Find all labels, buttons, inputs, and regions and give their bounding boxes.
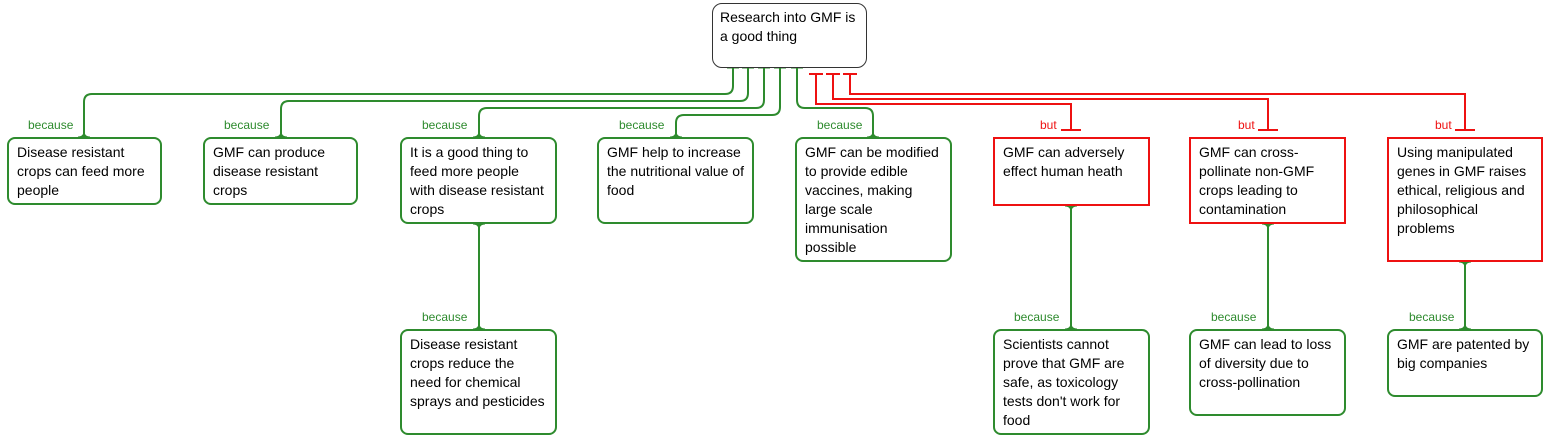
support-connector (280, 68, 749, 137)
connector-joint (274, 130, 288, 138)
reason-node[interactable]: GMF can lead to loss of diversity due to… (1189, 329, 1346, 416)
because-label: because (619, 118, 665, 132)
node-text: Using manipulated genes in GMF raises et… (1397, 144, 1527, 236)
because-label: because (422, 310, 468, 324)
node-text: GMF can be modified to provide edible va… (805, 144, 939, 255)
reason-node[interactable]: Disease resistant crops can feed more pe… (7, 137, 162, 205)
node-text: GMF help to increase the nutritional val… (607, 144, 744, 198)
because-label: because (817, 118, 863, 132)
connector-joint (472, 130, 486, 138)
reason-node[interactable]: It is a good thing to feed more people w… (400, 137, 557, 224)
objection-node[interactable]: GMF can cross-pollinate non-GMF crops le… (1189, 137, 1346, 224)
node-text: GMF can adversely effect human heath (1003, 144, 1125, 179)
support-connector (83, 68, 734, 137)
connector-joint (472, 322, 486, 330)
objection-node[interactable]: Using manipulated genes in GMF raises et… (1387, 137, 1543, 262)
connector-joint (472, 223, 486, 231)
connector-joint (669, 130, 683, 138)
node-text: Disease resistant crops reduce the need … (410, 336, 545, 409)
node-text: GMF can cross-pollinate non-GMF crops le… (1199, 144, 1315, 217)
because-label: because (422, 118, 468, 132)
connector-joint (1458, 261, 1472, 269)
because-label: because (1409, 310, 1455, 324)
node-text: Disease resistant crops can feed more pe… (17, 144, 145, 198)
root-claim[interactable]: Research into GMF is a good thing (712, 3, 867, 68)
because-label: because (1014, 310, 1060, 324)
reason-node[interactable]: GMF can produce disease resistant crops (203, 137, 358, 205)
support-connector (796, 68, 874, 137)
connector-joint (1064, 322, 1078, 330)
node-text: GMF can produce disease resistant crops (213, 144, 326, 198)
node-text: Scientists cannot prove that GMF are saf… (1003, 336, 1125, 428)
reason-node[interactable]: Scientists cannot prove that GMF are saf… (993, 329, 1150, 435)
but-label: but (1435, 118, 1452, 132)
node-text: GMF can lead to loss of diversity due to… (1199, 336, 1332, 390)
reason-node[interactable]: GMF can be modified to provide edible va… (795, 137, 952, 262)
objection-connector (832, 74, 1269, 130)
but-label: but (1238, 118, 1255, 132)
connector-joint (1261, 322, 1275, 330)
but-label: but (1040, 118, 1057, 132)
because-label: because (1211, 310, 1257, 324)
support-connector (478, 68, 765, 137)
node-text: It is a good thing to feed more people w… (410, 144, 544, 217)
reason-node[interactable]: GMF are patented by big companies (1387, 329, 1543, 397)
objection-node[interactable]: GMF can adversely effect human heath (993, 137, 1150, 206)
connector-joint (866, 130, 880, 138)
connector-joint (1261, 223, 1275, 231)
support-connector (675, 68, 781, 137)
connector-joint (1458, 322, 1472, 330)
node-text: GMF are patented by big companies (1397, 336, 1530, 371)
root-claim-text: Research into GMF is a good thing (720, 9, 856, 44)
connector-joint (77, 130, 91, 138)
reason-node[interactable]: Disease resistant crops reduce the need … (400, 329, 557, 435)
objection-connector (849, 74, 1466, 130)
objection-connector (815, 74, 1072, 130)
connector-joint (1064, 205, 1078, 213)
because-label: because (28, 118, 74, 132)
because-label: because (224, 118, 270, 132)
reason-node[interactable]: GMF help to increase the nutritional val… (597, 137, 754, 224)
